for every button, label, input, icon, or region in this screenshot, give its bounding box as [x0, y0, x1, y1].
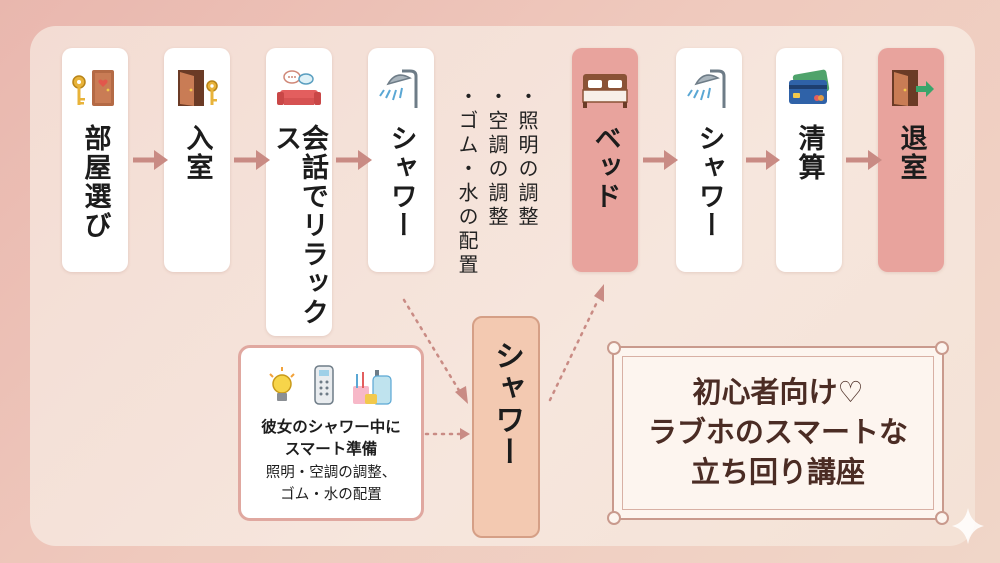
sparkle-icon — [952, 508, 984, 544]
toiletries-icon — [353, 370, 392, 405]
center-shower-label: シャワー — [489, 340, 524, 468]
shower-prep-notes: ・照明の調整 ・空調の調整 ・ゴム・水の配置 — [452, 86, 542, 316]
tip-body: 照明・空調の調整、 ゴム・水の配置 — [241, 462, 421, 506]
key-door-icon — [70, 68, 120, 110]
title-box: 初心者向け♡ ラブホのスマートな 立ち回り講座 — [607, 341, 949, 525]
frame-corner — [935, 511, 949, 525]
tip-icons — [241, 360, 421, 406]
step-label: 部屋選び — [79, 124, 111, 240]
title-line: 立ち回り講座 — [690, 455, 865, 489]
exit-door-icon — [886, 68, 936, 110]
center-shower-card: シャワー — [472, 316, 540, 538]
step-card-bed: ベッド — [572, 48, 638, 272]
step-card-shower-2: シャワー — [676, 48, 742, 272]
tip-heading-line: 彼女のシャワー中に — [261, 418, 401, 436]
tip-body-line: 照明・空調の調整、 — [265, 465, 397, 481]
credit-card-icon — [784, 68, 834, 110]
dotted-arrow — [402, 298, 462, 394]
page-title: 初心者向け♡ ラブホのスマートな 立ち回り講座 — [614, 372, 942, 492]
frame-corner — [607, 341, 621, 355]
frame-corner — [935, 341, 949, 355]
step-card-enter: 入室 — [164, 48, 230, 272]
step-label: ベッド — [589, 124, 621, 211]
dotted-arrow — [548, 298, 600, 402]
shower-icon — [376, 68, 426, 110]
bed-icon — [580, 68, 630, 110]
step-label: 会話でリラックス — [270, 124, 328, 327]
step-card-exit: 退室 — [878, 48, 944, 272]
step-card-room-select: 部屋選び — [62, 48, 128, 272]
tip-box: 彼女のシャワー中に スマート準備 照明・空調の調整、 ゴム・水の配置 — [238, 345, 424, 521]
remote-control-icon — [314, 365, 334, 405]
title-line: 初心者向け♡ — [692, 375, 864, 409]
step-label: 入室 — [181, 124, 213, 182]
note-item: ・ゴム・水の配置 — [455, 86, 479, 278]
step-label: 退室 — [895, 124, 927, 182]
frame-corner — [607, 511, 621, 525]
title-line: ラブホのスマートな — [647, 415, 909, 449]
tip-heading: 彼女のシャワー中に スマート準備 — [241, 416, 421, 460]
light-bulb-icon — [269, 367, 295, 401]
step-card-shower-1: シャワー — [368, 48, 434, 272]
tip-body-line: ゴム・水の配置 — [280, 487, 382, 503]
step-card-relax-talk: 会話でリラックス — [266, 48, 332, 336]
note-item: ・空調の調整 — [485, 86, 509, 230]
step-label: 清算 — [793, 124, 825, 182]
step-card-payment: 清算 — [776, 48, 842, 272]
title-frame — [622, 356, 934, 510]
open-door-key-icon — [172, 68, 222, 110]
note-item: ・照明の調整 — [515, 86, 539, 230]
step-label: シャワー — [385, 124, 417, 240]
shower-icon — [684, 68, 734, 110]
step-label: シャワー — [693, 124, 725, 240]
sofa-chat-icon — [274, 68, 324, 110]
tip-heading-line: スマート準備 — [284, 440, 378, 458]
